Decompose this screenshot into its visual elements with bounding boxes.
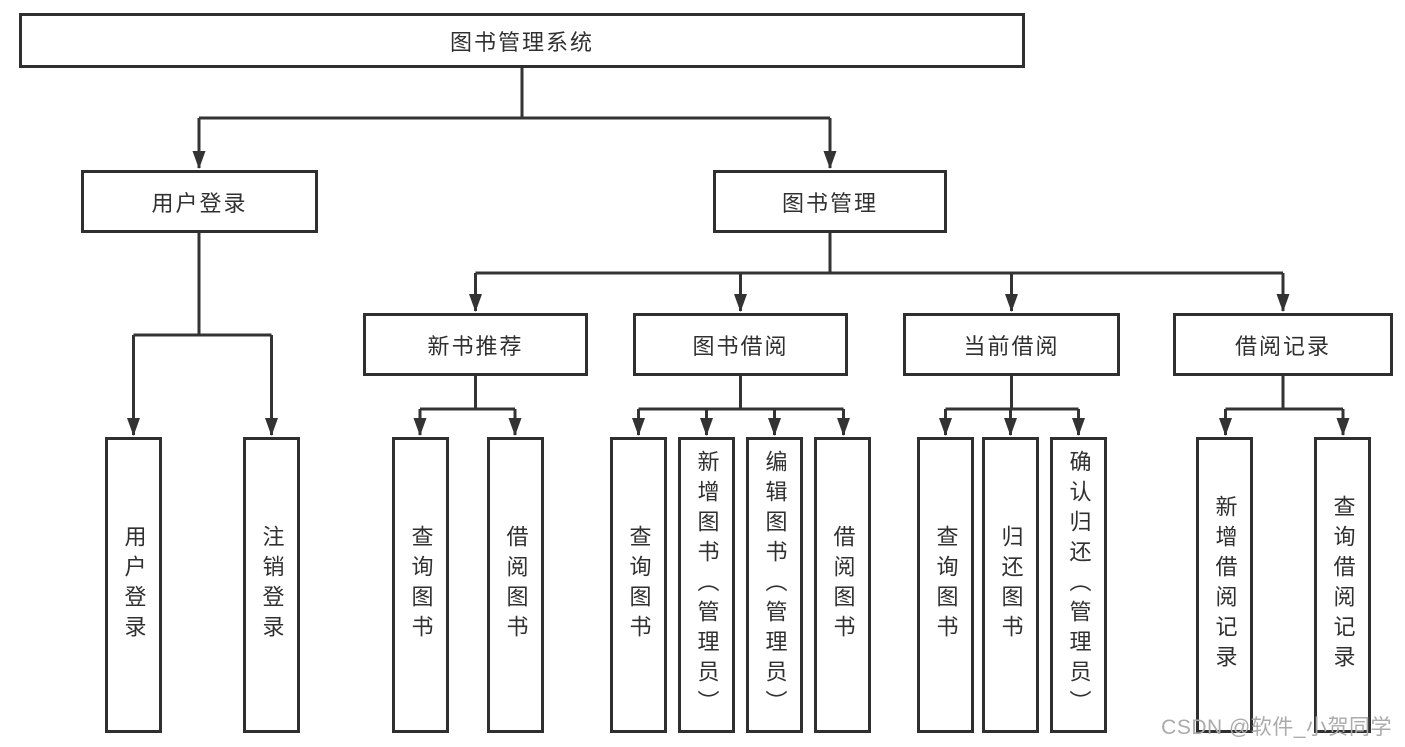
leaf-label: 借阅图书 — [830, 525, 856, 645]
leaf-logout: 注销登录 — [243, 437, 300, 733]
leaf-borrow-books: 借阅图书 — [814, 437, 871, 733]
leaf-label: 新增图书（管理员） — [694, 450, 720, 720]
node-borrowing-records: 借阅记录 — [1173, 313, 1393, 376]
leaf-label: 查询图书 — [626, 525, 652, 645]
leaf-add-borrow-record: 新增借阅记录 — [1196, 437, 1253, 733]
leaf-add-book-admin: 新增图书（管理员） — [678, 437, 735, 733]
connector-trunks — [133, 68, 1343, 411]
node-book-borrowing: 图书借阅 — [633, 313, 848, 376]
leaf-query-borrow-record: 查询借阅记录 — [1314, 437, 1371, 733]
leaf-label: 注销登录 — [259, 525, 285, 645]
leaf-edit-book-admin: 编辑图书（管理员） — [746, 437, 803, 733]
watermark: CSDN @软件_小贺同学 — [1161, 716, 1392, 739]
node-new-book-recommendation: 新书推荐 — [363, 313, 588, 376]
leaf-label: 查询图书 — [933, 525, 959, 645]
node-book-management: 图书管理 — [713, 170, 947, 233]
leaf-query-books-borrow: 查询图书 — [610, 437, 667, 733]
node-library-management-system: 图书管理系统 — [19, 13, 1025, 68]
leaf-query-books-recommend: 查询图书 — [392, 437, 449, 733]
leaf-label: 新增借阅记录 — [1212, 495, 1238, 675]
leaf-label: 查询图书 — [408, 525, 434, 645]
node-current-borrowing: 当前借阅 — [903, 313, 1120, 376]
leaf-return-books: 归还图书 — [982, 437, 1039, 733]
node-user-login: 用户登录 — [81, 170, 318, 233]
leaf-label: 确认归还（管理员） — [1066, 450, 1092, 720]
leaf-label: 查询借阅记录 — [1330, 495, 1356, 675]
leaf-label: 借阅图书 — [503, 525, 529, 645]
leaf-borrow-books-recommend: 借阅图书 — [487, 437, 544, 733]
leaf-label: 归还图书 — [998, 525, 1024, 645]
leaf-user-login: 用户登录 — [105, 437, 162, 733]
leaf-query-books-current: 查询图书 — [917, 437, 974, 733]
leaf-label: 编辑图书（管理员） — [762, 450, 788, 720]
leaf-confirm-return-admin: 确认归还（管理员） — [1050, 437, 1107, 733]
leaf-label: 用户登录 — [121, 525, 147, 645]
